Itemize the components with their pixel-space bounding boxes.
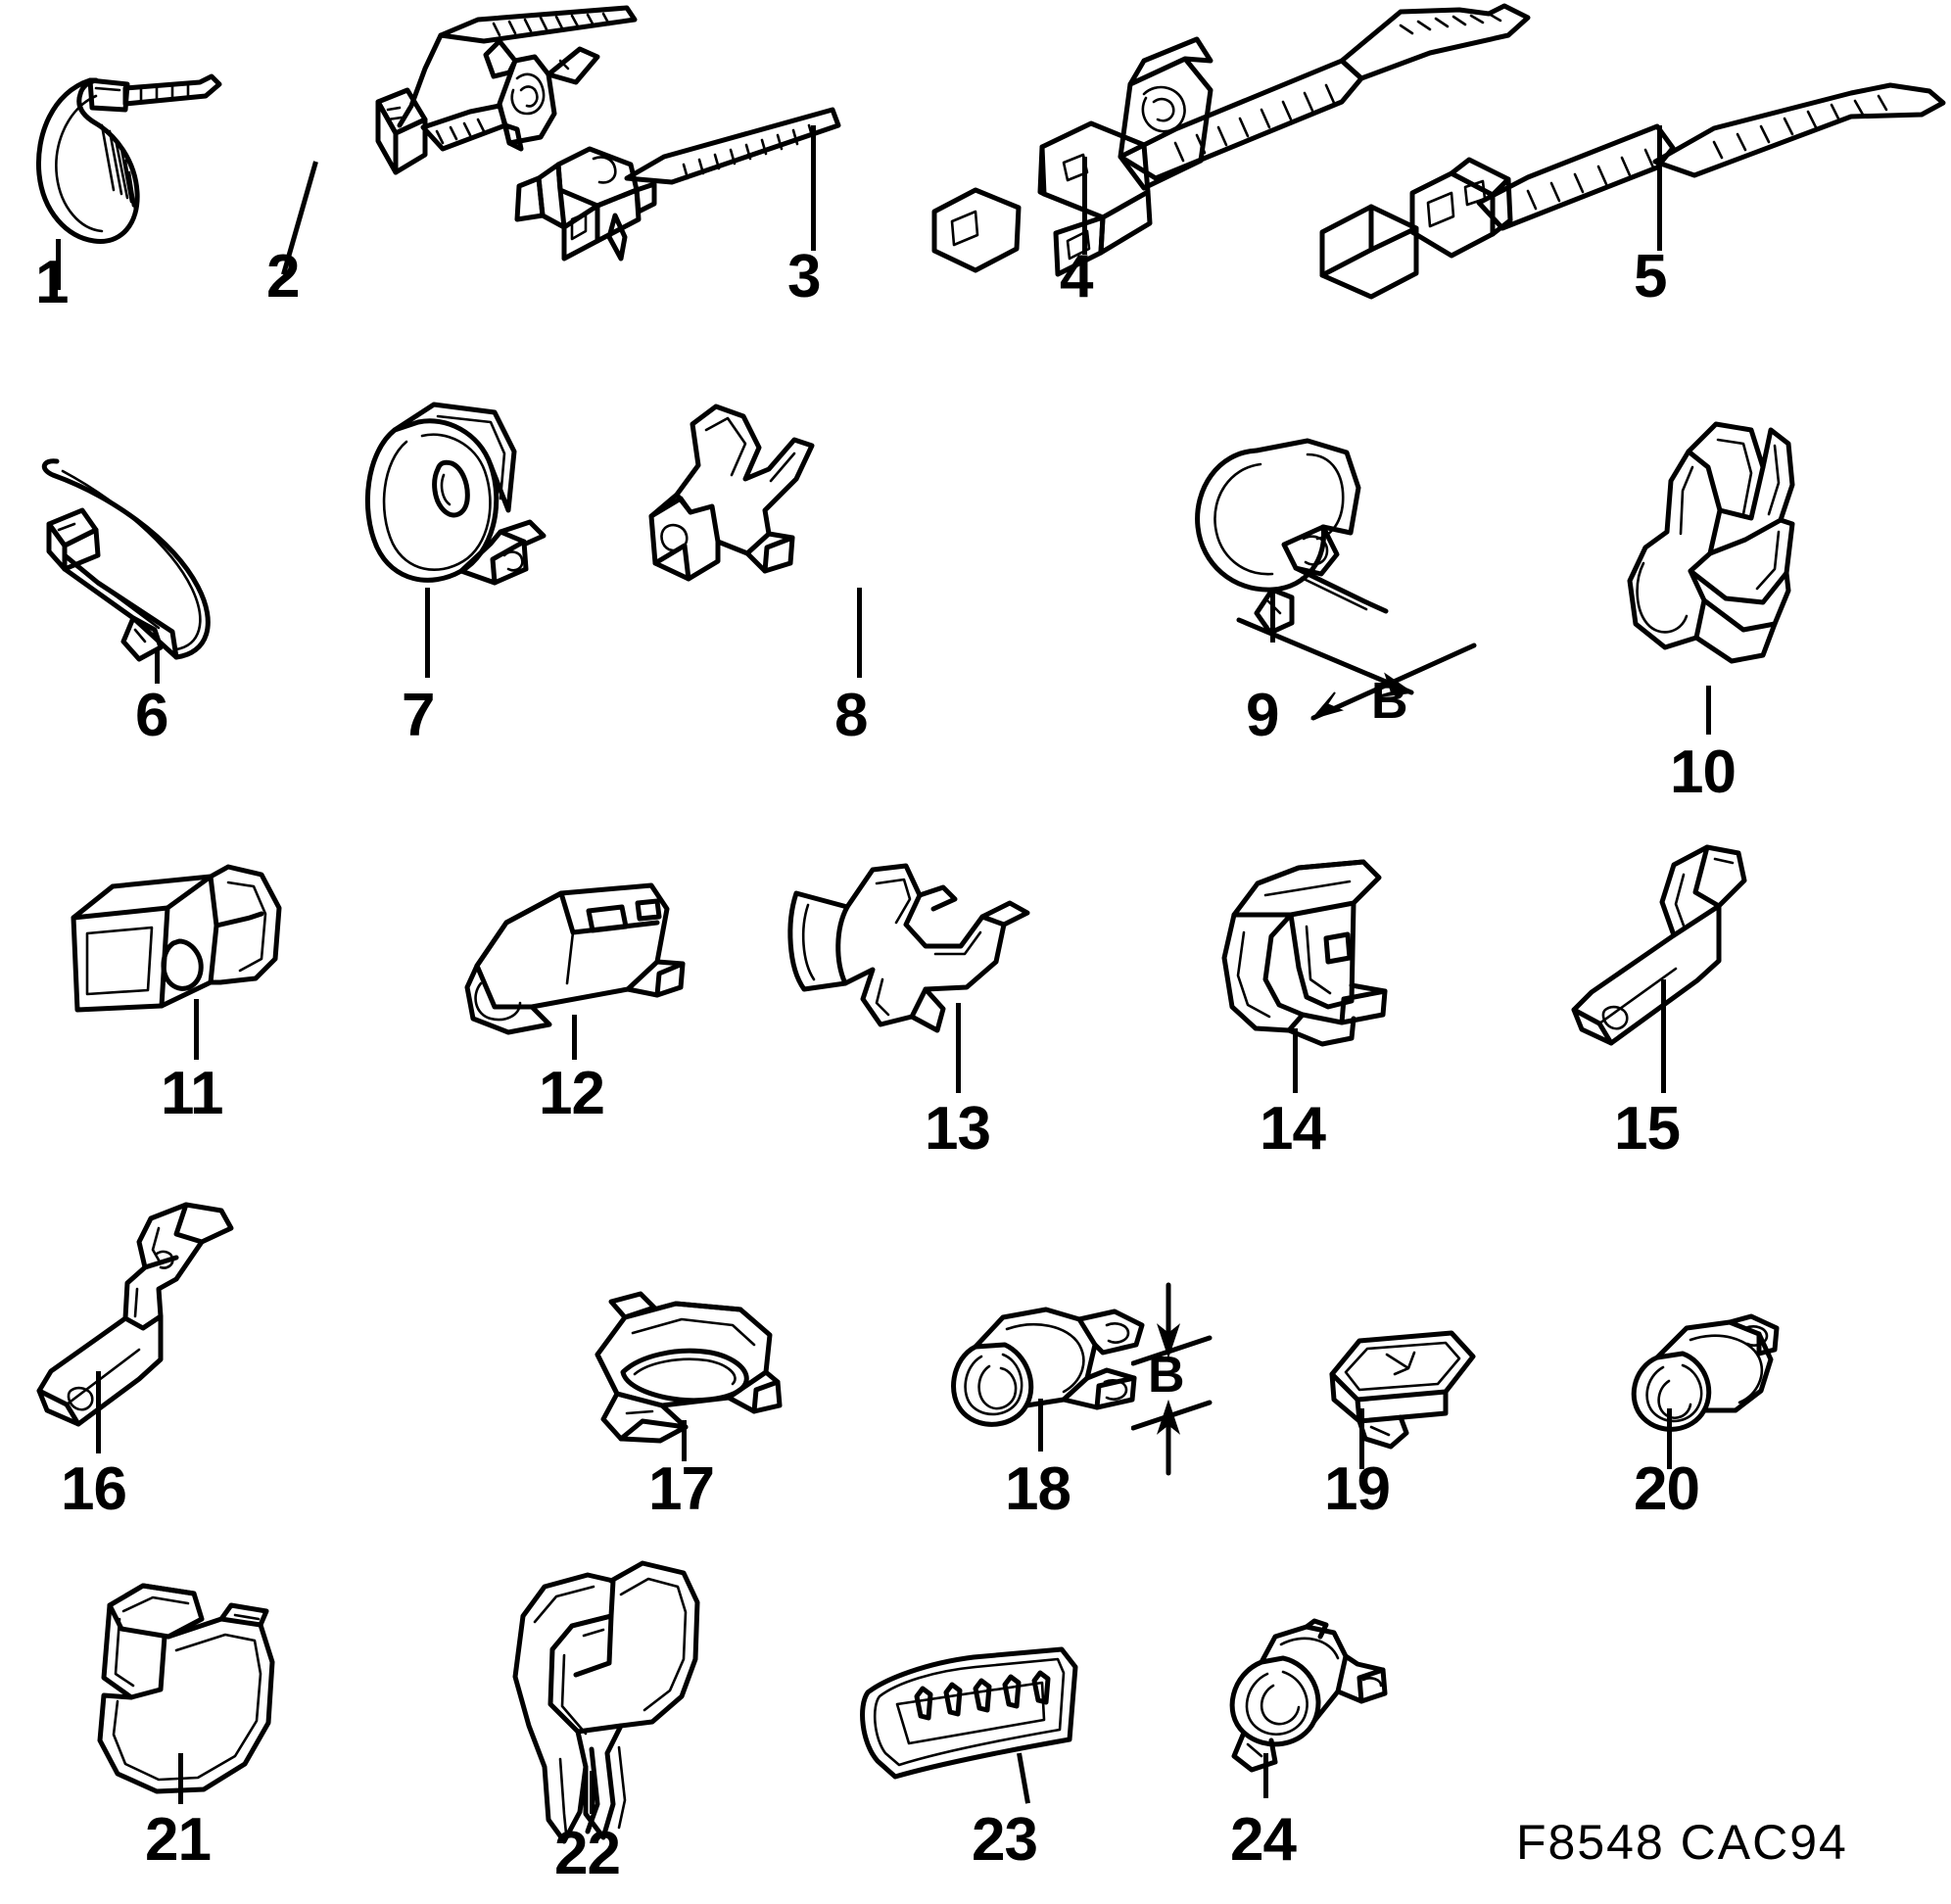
part-label-11: 11 <box>161 1060 224 1127</box>
leader-line-13 <box>956 1003 961 1093</box>
part-illustration-17 <box>568 1288 803 1464</box>
leader-line-10 <box>1706 686 1711 735</box>
part-illustration-24 <box>1205 1618 1401 1778</box>
part-label-3: 3 <box>787 243 821 310</box>
part-label-24: 24 <box>1230 1806 1297 1874</box>
part-illustration-9 <box>1190 431 1415 637</box>
leader-line-6 <box>155 650 160 684</box>
part-illustration-22 <box>490 1557 715 1851</box>
part-label-21: 21 <box>145 1806 212 1874</box>
leader-line-17 <box>682 1420 687 1461</box>
leader-line-8 <box>857 588 862 678</box>
part-illustration-6 <box>39 446 255 671</box>
dimension-callout-b-18 <box>1131 1282 1213 1476</box>
part-illustration-13 <box>779 852 1033 1048</box>
part-illustration-7 <box>348 387 563 612</box>
part-label-10: 10 <box>1670 738 1737 806</box>
leader-line-9 <box>1270 588 1275 643</box>
part-label-4: 4 <box>1060 243 1093 310</box>
part-illustration-4 <box>881 0 1567 294</box>
leader-line-15 <box>1661 979 1666 1093</box>
part-label-16: 16 <box>61 1455 127 1523</box>
leader-line-3 <box>811 125 816 251</box>
leader-line-16 <box>96 1371 101 1453</box>
leader-line-19 <box>1359 1408 1364 1469</box>
leader-line-4 <box>1082 157 1087 255</box>
part-illustration-12 <box>455 872 690 1048</box>
part-illustration-1 <box>20 59 245 255</box>
leader-line-20 <box>1667 1408 1672 1469</box>
part-illustration-14 <box>1205 842 1450 1068</box>
part-label-22: 22 <box>554 1820 621 1887</box>
part-illustration-16 <box>29 1195 274 1440</box>
part-illustration-10 <box>1606 416 1841 690</box>
part-illustration-20 <box>1614 1312 1790 1459</box>
dimension-label-b-18: B <box>1148 1347 1185 1404</box>
part-label-12: 12 <box>539 1060 605 1127</box>
leader-line-12 <box>572 1015 577 1060</box>
part-illustration-19 <box>1312 1327 1499 1454</box>
leader-line-22 <box>590 1771 595 1814</box>
leader-line-21 <box>178 1753 183 1804</box>
part-label-23: 23 <box>972 1806 1038 1874</box>
part-illustration-3 <box>500 88 842 264</box>
part-label-9: 9 <box>1246 682 1279 749</box>
leader-line-24 <box>1263 1753 1268 1798</box>
part-label-5: 5 <box>1634 243 1667 310</box>
leader-line-1 <box>56 239 61 290</box>
part-label-17: 17 <box>648 1455 715 1523</box>
part-label-2: 2 <box>266 243 300 310</box>
drawing-reference-code: F8548 CAC94 <box>1516 1815 1848 1870</box>
part-label-20: 20 <box>1634 1455 1700 1523</box>
leader-line-18 <box>1038 1399 1043 1452</box>
part-label-14: 14 <box>1260 1095 1326 1163</box>
part-illustration-18 <box>940 1298 1166 1464</box>
part-label-7: 7 <box>402 682 435 749</box>
part-illustration-15 <box>1562 837 1807 1063</box>
part-illustration-23 <box>852 1645 1087 1792</box>
part-label-18: 18 <box>1005 1455 1071 1523</box>
dimension-callout-b-9 <box>1236 617 1477 721</box>
part-label-8: 8 <box>834 682 868 749</box>
part-illustration-5 <box>1303 82 1949 300</box>
part-label-19: 19 <box>1324 1455 1391 1523</box>
leader-line-5 <box>1657 125 1662 251</box>
part-illustration-11 <box>54 857 289 1053</box>
part-label-13: 13 <box>925 1095 991 1163</box>
part-label-15: 15 <box>1614 1095 1681 1163</box>
dimension-label-b-9: B <box>1371 673 1408 730</box>
part-label-1: 1 <box>35 249 69 316</box>
part-label-6: 6 <box>135 682 168 749</box>
part-illustration-8 <box>622 387 837 612</box>
leader-line-11 <box>194 999 199 1060</box>
part-illustration-21 <box>49 1572 294 1817</box>
leader-line-14 <box>1293 1028 1298 1093</box>
part-illustration-2 <box>215 0 638 255</box>
leader-line-7 <box>425 588 430 678</box>
